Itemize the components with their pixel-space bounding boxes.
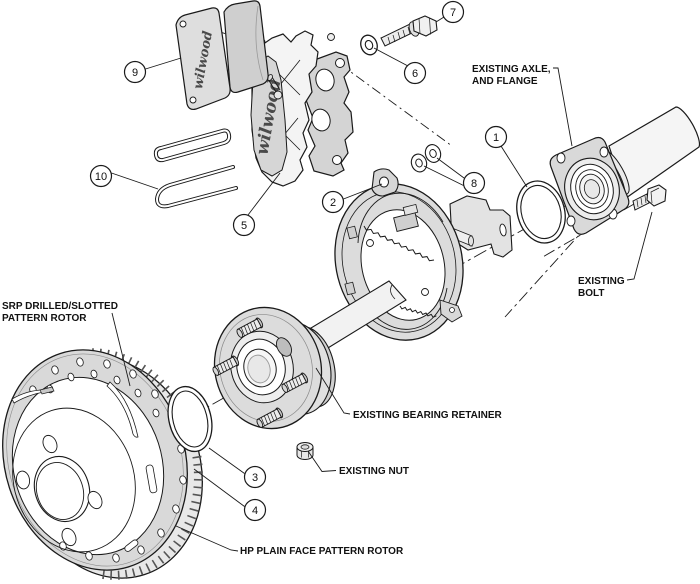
axle-tube [608, 106, 700, 199]
svg-text:10: 10 [95, 171, 107, 183]
pad-clips [153, 128, 238, 209]
label-nut: EXISTING NUT [339, 466, 409, 477]
callout-7: 7 [441, 0, 465, 24]
rotor-slot [106, 381, 139, 438]
label-bearing-retainer: EXISTING BEARING RETAINER [353, 410, 502, 421]
label-bolt-2: BOLT [578, 288, 604, 299]
brake-pads: wilwood [175, 0, 269, 111]
labels: SRP DRILLED/SLOTTED PATTERN ROTOR EXISTI… [2, 64, 653, 557]
outer-pad [223, 0, 269, 94]
svg-text:9: 9 [132, 67, 138, 79]
svg-text:2: 2 [330, 197, 336, 209]
o-ring-1 [516, 180, 566, 244]
inner-pad [175, 7, 231, 111]
svg-text:8: 8 [471, 178, 477, 190]
lower-spring [399, 305, 437, 318]
mount-bolt [380, 15, 438, 47]
rotor [2, 348, 203, 580]
callout-1: 1 [484, 125, 508, 149]
label-srp-rotor-2: PATTERN ROTOR [2, 313, 87, 324]
hat-holes [15, 434, 103, 547]
callout-6: 6 [403, 61, 427, 85]
svg-text:7: 7 [450, 7, 456, 19]
flat-washer [360, 34, 378, 56]
axle-assembly [549, 106, 700, 235]
label-bolt: EXISTING [578, 276, 625, 287]
callout-9: 9 [123, 60, 147, 84]
callout-3: 3 [243, 465, 267, 489]
callout-10: 10 [89, 164, 113, 188]
hub-oval-hole [276, 337, 292, 357]
svg-text:5: 5 [241, 220, 247, 232]
brake-caliper: wilwood [250, 30, 354, 187]
callouts: 1 2 3 4 5 6 7 8 9 10 [89, 0, 528, 522]
o-ring-3 [167, 385, 213, 453]
callout-5: 5 [232, 213, 256, 237]
label-srp-rotor: SRP DRILLED/SLOTTED [2, 301, 118, 312]
svg-text:1: 1 [493, 132, 499, 144]
label-axle-2: AND FLANGE [472, 76, 538, 87]
bleed-screw [258, 33, 335, 100]
label-hp-rotor: HP PLAIN FACE PATTERN ROTOR [240, 546, 404, 557]
svg-text:6: 6 [412, 68, 418, 80]
return-spring [363, 225, 435, 262]
existing-nut [296, 442, 314, 460]
svg-text:3: 3 [252, 472, 258, 484]
clip-bottom [155, 165, 238, 209]
svg-text:4: 4 [252, 505, 258, 517]
callout-8: 8 [462, 171, 486, 195]
hub-assembly [210, 306, 336, 430]
callout-4: 4 [243, 498, 267, 522]
callout-2: 2 [321, 190, 345, 214]
existing-bolt [632, 184, 667, 211]
label-axle: EXISTING AXLE, [472, 64, 551, 75]
